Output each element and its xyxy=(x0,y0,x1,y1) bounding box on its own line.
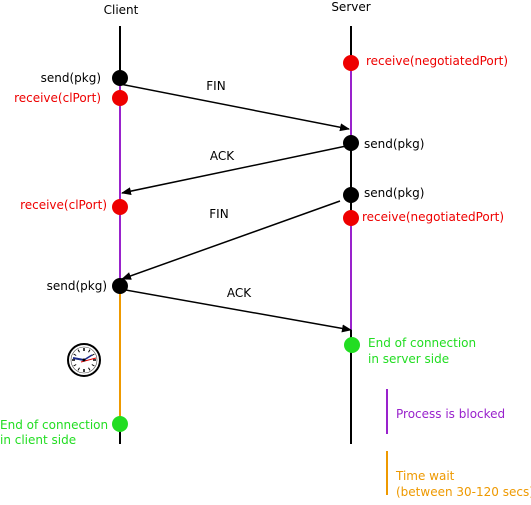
client-send-label-1: send(pkg) xyxy=(41,71,101,85)
server-send-label-2: send(pkg) xyxy=(364,186,424,200)
message-ack-1-label: ACK xyxy=(210,149,235,163)
legend-time-wait-label-1: Time wait xyxy=(395,469,455,483)
client-send-label-2: send(pkg) xyxy=(47,279,107,293)
client-receive-label-1: receive(clPort) xyxy=(14,91,101,105)
server-receive-label-2: receive(negotiatedPort) xyxy=(362,210,504,224)
server-receive-label-1: receive(negotiatedPort) xyxy=(366,54,508,68)
clock-icon xyxy=(67,343,101,377)
client-receive-node-1 xyxy=(112,90,128,106)
message-ack-2: ACK xyxy=(119,286,352,333)
client-send-node-1 xyxy=(112,70,128,86)
message-ack-1: ACK xyxy=(121,144,352,196)
server-end-node xyxy=(344,337,360,353)
server-receive-node-2 xyxy=(343,210,359,226)
client-send-node-2 xyxy=(112,278,128,294)
server-end-label-2: in server side xyxy=(368,352,449,366)
server-end-label-1: End of connection xyxy=(368,336,476,350)
server-send-label-1: send(pkg) xyxy=(364,137,424,151)
legend-blocked-label: Process is blocked xyxy=(396,407,505,421)
legend-time-wait-label-2: (between 30-120 secs) xyxy=(396,485,531,499)
client-end-label-1: End of connection xyxy=(0,418,108,432)
server-send-node-2 xyxy=(343,187,359,203)
server-receive-node-1 xyxy=(343,55,359,71)
message-ack-2-label: ACK xyxy=(227,286,252,300)
client-end-label-2: in client side xyxy=(0,433,76,447)
client-end-node xyxy=(112,416,128,432)
client-receive-node-2 xyxy=(112,199,128,215)
message-fin-2: FIN xyxy=(121,200,341,280)
server-send-node-1 xyxy=(343,135,359,151)
message-fin-1-label: FIN xyxy=(206,79,225,93)
legend-time-wait: Time wait (between 30-120 secs) xyxy=(386,451,531,499)
message-fin-1: FIN xyxy=(119,79,350,132)
message-fin-2-label: FIN xyxy=(209,207,228,221)
client-title: Client xyxy=(104,3,139,17)
server-title: Server xyxy=(331,0,370,14)
client-receive-label-2: receive(clPort) xyxy=(20,198,107,212)
legend-blocked: Process is blocked xyxy=(386,389,505,434)
